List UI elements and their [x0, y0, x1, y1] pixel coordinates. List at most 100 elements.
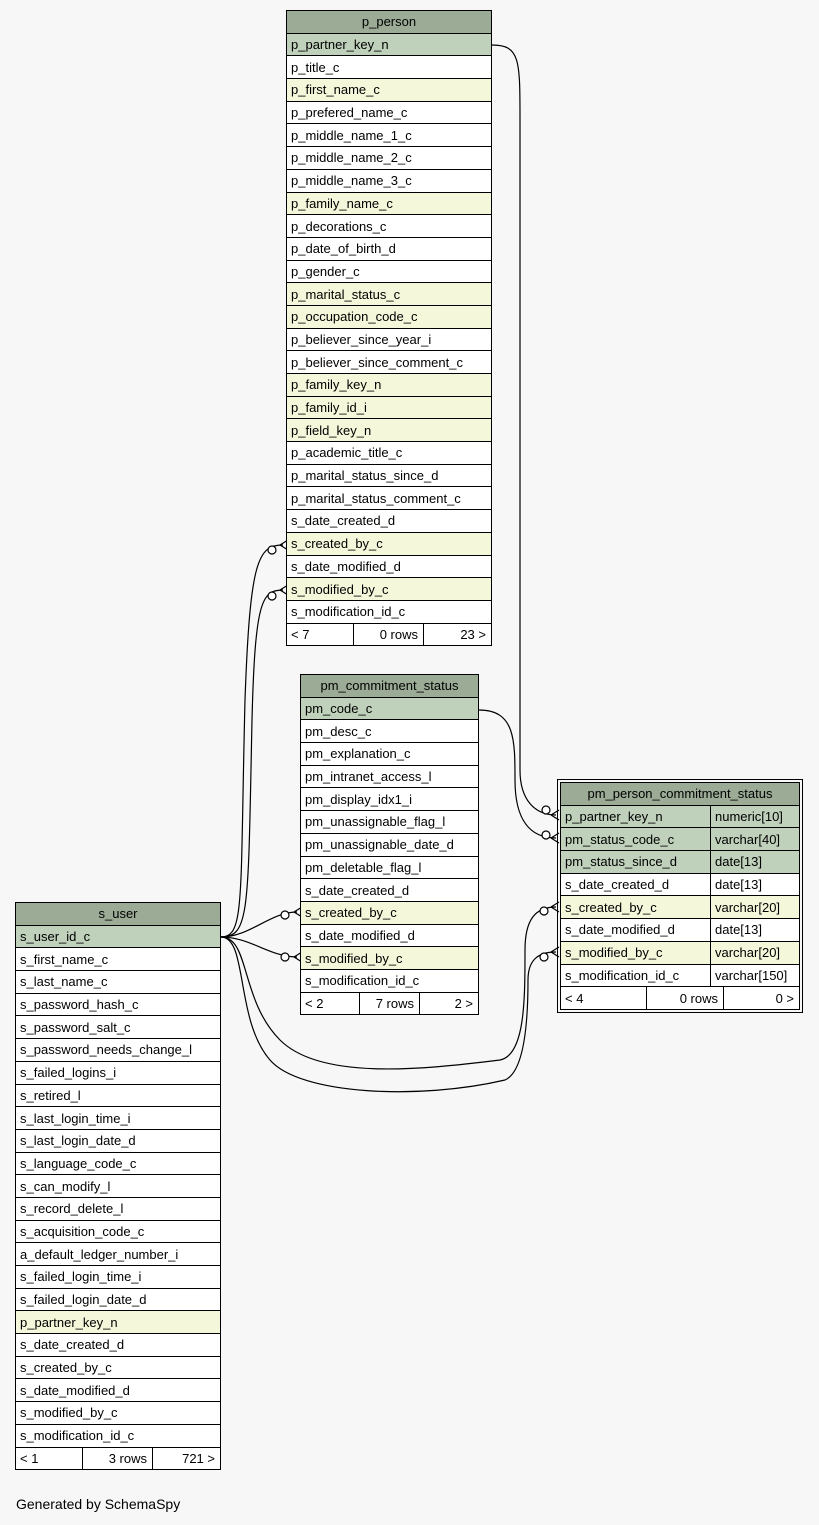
children-count[interactable]: 0 > [723, 987, 799, 1009]
table-row[interactable]: s_failed_login_time_i [16, 1266, 220, 1289]
column-type: varchar[40] [710, 828, 799, 851]
column-name: s_date_modified_d [565, 922, 675, 938]
table-row[interactable]: pm_code_c [301, 697, 478, 721]
table-row[interactable]: p_field_key_n [287, 419, 491, 443]
children-count[interactable]: 721 > [152, 1447, 220, 1470]
column-name: s_created_by_c [305, 905, 397, 921]
column-name: s_date_created_d [20, 1337, 125, 1353]
table-row[interactable]: p_believer_since_comment_c [287, 351, 491, 374]
table-row[interactable]: s_modification_id_c [16, 1424, 220, 1448]
table-row[interactable]: p_partner_key_n [287, 33, 491, 57]
table-row[interactable]: p_family_name_c [287, 192, 491, 216]
table-row[interactable]: a_default_ledger_number_i [16, 1243, 220, 1266]
column-name: p_marital_status_since_d [291, 468, 439, 484]
table-row[interactable]: p_partner_key_n [16, 1311, 220, 1335]
table-row[interactable]: p_marital_status_comment_c [287, 487, 491, 511]
table-row[interactable]: s_user_id_c [16, 925, 220, 949]
column-name: s_password_hash_c [20, 997, 139, 1013]
table-row[interactable]: p_decorations_c [287, 215, 491, 238]
table-row[interactable]: s_date_modified_d date[13] [561, 919, 799, 942]
table-row[interactable]: p_middle_name_3_c [287, 169, 491, 193]
table-row[interactable]: s_modified_by_c [16, 1402, 220, 1425]
row-count: 7 rows [359, 992, 419, 1015]
table-row[interactable]: s_last_name_c [16, 971, 220, 994]
table-row[interactable]: s_modification_id_c [301, 969, 478, 993]
column-name: s_password_salt_c [20, 1019, 131, 1035]
table-row[interactable]: p_family_key_n [287, 374, 491, 397]
table-row[interactable]: p_title_c [287, 56, 491, 80]
table-row[interactable]: pm_display_idx1_i [301, 788, 478, 812]
table-row[interactable]: s_acquisition_code_c [16, 1220, 220, 1244]
table-row[interactable]: p_occupation_code_c [287, 305, 491, 329]
table-row[interactable]: p_believer_since_year_i [287, 328, 491, 352]
parents-count[interactable]: < 4 [565, 990, 584, 1006]
parents-count[interactable]: < 2 [305, 995, 324, 1011]
column-name: pm_unassignable_flag_l [305, 814, 446, 830]
table-row[interactable]: s_date_created_d [287, 510, 491, 533]
table-row[interactable]: s_last_login_date_d [16, 1129, 220, 1153]
table-row[interactable]: s_last_login_time_i [16, 1107, 220, 1130]
table-row[interactable]: s_can_modify_l [16, 1175, 220, 1198]
children-count[interactable]: 23 > [423, 623, 491, 646]
table-row[interactable]: s_password_hash_c [16, 993, 220, 1017]
table-row[interactable]: s_retired_l [16, 1084, 220, 1108]
table-row[interactable]: s_modification_id_c [287, 600, 491, 624]
table-row[interactable]: pm_unassignable_date_d [301, 833, 478, 857]
table-row[interactable]: s_date_modified_d [16, 1379, 220, 1403]
table-row[interactable]: pm_intranet_access_l [301, 765, 478, 789]
table-row[interactable]: s_date_modified_d [301, 924, 478, 948]
column-name: p_date_of_birth_d [291, 241, 396, 257]
table-row[interactable]: s_date_created_d [301, 879, 478, 902]
children-count[interactable]: 2 > [419, 992, 478, 1015]
link-status-code [478, 709, 557, 839]
table-row[interactable]: pm_desc_c [301, 720, 478, 744]
parents-count[interactable]: < 7 [291, 626, 310, 642]
table-row[interactable]: s_first_name_c [16, 948, 220, 972]
column-name: s_date_created_d [291, 513, 396, 529]
table-row[interactable]: pm_explanation_c [301, 743, 478, 766]
table-row[interactable]: pm_deletable_flag_l [301, 856, 478, 880]
table-row[interactable]: p_gender_c [287, 260, 491, 284]
table-row[interactable]: p_date_of_birth_d [287, 237, 491, 261]
table-row[interactable]: p_marital_status_c [287, 283, 491, 306]
table-row[interactable]: s_language_code_c [16, 1152, 220, 1176]
row-count: 0 rows [353, 623, 423, 646]
table-row[interactable]: s_created_by_c [287, 532, 491, 556]
column-name: p_family_id_i [291, 400, 367, 416]
table-row[interactable]: p_academic_title_c [287, 442, 491, 465]
table-row[interactable]: p_first_name_c [287, 79, 491, 102]
column-name: s_last_login_time_i [20, 1110, 131, 1126]
table-row[interactable]: p_family_id_i [287, 396, 491, 420]
table-row[interactable]: s_created_by_c [16, 1356, 220, 1380]
table-row[interactable]: s_failed_logins_i [16, 1061, 220, 1085]
table-row[interactable]: pm_unassignable_flag_l [301, 811, 478, 834]
table-row[interactable]: s_modified_by_c [287, 578, 491, 601]
column-name: s_created_by_c [291, 536, 383, 552]
table-row[interactable]: s_modified_by_c [301, 947, 478, 970]
table-row[interactable]: s_password_salt_c [16, 1016, 220, 1040]
table-row[interactable]: s_created_by_c [301, 901, 478, 925]
parents-count[interactable]: < 1 [20, 1450, 39, 1466]
table-row[interactable]: p_middle_name_2_c [287, 147, 491, 170]
table-row[interactable]: s_date_created_d [16, 1334, 220, 1357]
table-row[interactable]: s_record_delete_l [16, 1197, 220, 1221]
table-row[interactable]: s_date_modified_d [287, 555, 491, 579]
column-type: date[13] [710, 919, 799, 941]
table-row[interactable]: s_failed_login_date_d [16, 1288, 220, 1312]
table-row[interactable]: s_password_needs_change_l [16, 1039, 220, 1062]
table-row[interactable]: p_prefered_name_c [287, 101, 491, 125]
table-row[interactable]: p_middle_name_1_c [287, 124, 491, 148]
table-row[interactable]: p_marital_status_since_d [287, 464, 491, 488]
